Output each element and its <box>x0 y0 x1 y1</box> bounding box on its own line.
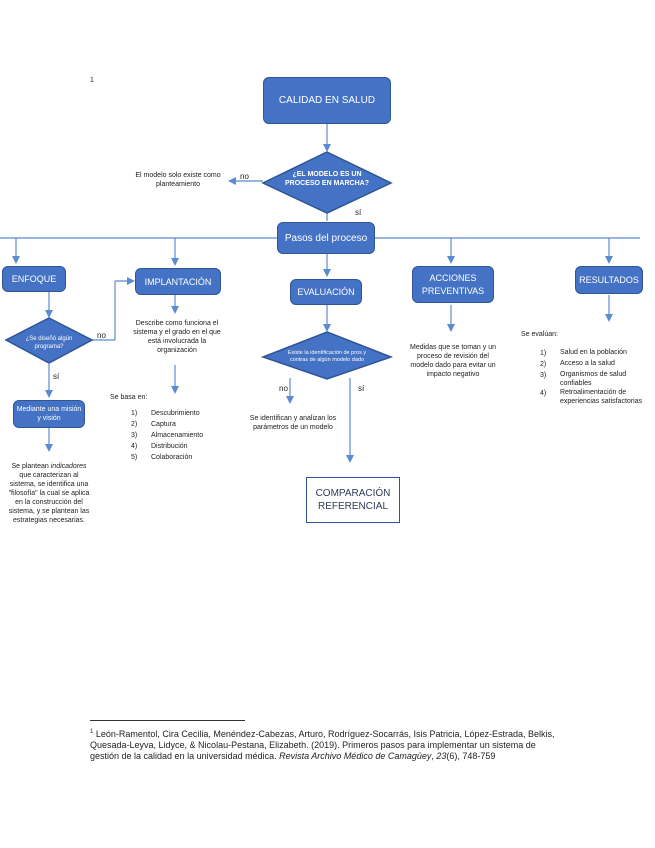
footnote-volume: 23 <box>436 751 447 761</box>
evaluan-label: Se evalúan: <box>521 331 558 338</box>
list-item: 2) Acceso a la salud <box>540 359 645 370</box>
basa-en-list: 1) Descubrimiento 2) Captura 3) Almacenamie… <box>131 408 203 463</box>
decision-programa-label: ¿Se diseñó algún programa? <box>25 336 73 350</box>
node-acciones-preventivas: ACCIONES PREVENTIVAS <box>412 266 494 303</box>
edge-label-si-evaluacion: sí <box>358 384 365 393</box>
list-item-label: Acceso a la salud <box>560 360 615 367</box>
edge-label-si-programa: sí <box>53 372 60 381</box>
enfoque-text-pre: Se plantean <box>11 463 51 470</box>
footnote-rule <box>90 720 245 721</box>
list-item-number: 3) <box>131 432 138 439</box>
basa-en-label: Se basa en: <box>110 394 148 401</box>
node-calidad-en-salud: CALIDAD EN SALUD <box>263 77 391 124</box>
node-resultados-label: RESULTADOS <box>579 275 639 285</box>
list-item-number: 5) <box>131 454 138 461</box>
node-mision-label: Mediante una misión y visión <box>16 406 82 422</box>
edge-label-no-modelo: no <box>240 172 249 181</box>
node-resultados: RESULTADOS <box>575 266 643 294</box>
evaluan-list: 1) Salud en la población 2) Acceso a la sa… <box>540 348 645 406</box>
list-item-number: 1) <box>131 410 138 417</box>
list-item-label: Retroalimentación de experiencias satisf… <box>560 389 643 405</box>
list-item: 3) Organismos de salud confiables <box>540 370 645 388</box>
footnote-text: León-Ramentol, Cira Cecilia, Menéndez-Ca… <box>90 729 555 761</box>
edge-label-no-programa: no <box>97 331 106 340</box>
list-item-label: Almacenamiento <box>151 432 204 439</box>
enfoque-text: Se plantean indicadores que caracterizan… <box>6 462 92 525</box>
list-item-number: 4) <box>131 443 138 450</box>
list-item-label: Descubrimiento <box>151 410 200 417</box>
node-mision-vision: Mediante una misión y visión <box>13 400 85 428</box>
edge-label-si-modelo: sí <box>355 208 362 217</box>
modelo-no-text: El modelo solo existe como planteamiento <box>135 172 221 188</box>
node-evaluacion-label: EVALUACIÓN <box>297 287 355 297</box>
decision-modelo-shape <box>261 151 393 214</box>
node-pasos-del-proceso: Pasos del proceso <box>277 222 375 254</box>
decision-evaluacion-shape <box>260 331 394 380</box>
list-item-number: 2) <box>540 361 547 368</box>
enfoque-text-emphasis: indicadores <box>50 463 87 470</box>
list-item-number: 1) <box>540 350 547 357</box>
list-item-label: Captura <box>151 421 176 428</box>
list-item: 5) Colaboración <box>131 452 203 463</box>
list-item-label: Salud en la población <box>560 349 627 356</box>
node-comparacion-referencial: COMPARACIÓN REFERENCIAL <box>306 477 400 523</box>
page-number: 1 <box>90 77 94 84</box>
list-item: 1) Descubrimiento <box>131 408 203 419</box>
footnote-issue-pages: (6), 748-759 <box>446 751 496 761</box>
list-item-number: 3) <box>540 372 547 379</box>
list-item: 1) Salud en la población <box>540 348 645 359</box>
node-enfoque-label: ENFOQUE <box>11 274 57 284</box>
list-item-label: Colaboración <box>151 454 193 461</box>
node-calidad-label: CALIDAD EN SALUD <box>278 95 376 106</box>
enfoque-text-post: que caracterizan al sistema, se identifi… <box>8 472 90 524</box>
list-item-label: Organismos de salud confiables <box>560 371 627 387</box>
list-item: 2) Captura <box>131 419 203 430</box>
node-acciones-label: ACCIONES PREVENTIVAS <box>421 272 485 296</box>
node-pasos-label: Pasos del proceso <box>284 232 368 244</box>
node-comparacion-label: COMPARACIÓN REFERENCIAL <box>315 488 391 512</box>
list-item: 4) Distribución <box>131 441 203 452</box>
list-item: 4) Retroalimentación de experiencias sati… <box>540 388 645 406</box>
decision-programa-shape <box>4 317 94 364</box>
evaluacion-no-text: Se identifican y analizan los parámetros… <box>249 415 337 431</box>
list-item-label: Distribución <box>151 443 188 450</box>
node-implantacion-label: IMPLANTACIÓN <box>144 276 212 287</box>
node-enfoque: ENFOQUE <box>2 266 66 292</box>
list-item-number: 4) <box>540 390 547 397</box>
footnote: 1 León-Ramentol, Cira Cecilia, Menéndez-… <box>90 727 566 762</box>
decision-evaluacion-label: Existe la identificación de pros y contr… <box>287 350 367 363</box>
footnote-marker: 1 <box>90 729 94 735</box>
list-item-number: 2) <box>131 421 138 428</box>
node-evaluacion: EVALUACIÓN <box>290 279 362 305</box>
edge-label-no-evaluacion: no <box>279 384 288 393</box>
footnote-journal: Revista Archivo Médico de Camagüey <box>279 751 432 761</box>
footnote-separator: , <box>431 751 437 761</box>
acciones-text: Medidas que se toman y un proceso de rev… <box>410 344 496 378</box>
node-implantacion: IMPLANTACIÓN <box>135 268 221 295</box>
decision-modelo-label: ¿EL MODELO ES UN PROCESO EN MARCHA? <box>284 171 369 187</box>
implantacion-text: Describe como funciona el sistema y el g… <box>133 320 221 354</box>
list-item: 3) Almacenamiento <box>131 430 203 441</box>
